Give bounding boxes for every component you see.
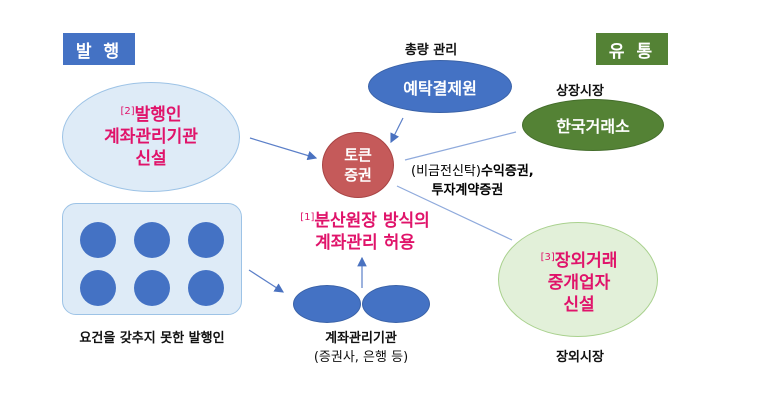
issuer-circle [80, 222, 116, 258]
issuer-circle [188, 270, 224, 306]
line-token-to-otc [396, 185, 513, 241]
securities-text: (비금전신탁)수익증권, 투자계약증권 [411, 164, 534, 198]
arrow-ksd-to-token [390, 117, 404, 144]
distributed-ledger-text: [1]분산원장 방식의 계좌관리 허용 [300, 211, 430, 253]
token-line2: 증권 [344, 166, 372, 184]
listed-market-label: 상장시장 [556, 84, 604, 99]
ksd-node: 예탁결제원 [368, 60, 512, 113]
issuer-circle [188, 222, 224, 258]
distribution-tag: 유 통 [596, 33, 668, 65]
arrow-issuer-to-token [249, 137, 318, 161]
ksd-label: 예탁결제원 [403, 78, 477, 98]
account-institution-label: 계좌관리기관 [325, 331, 397, 346]
issuer-account-text: [2]발행인 계좌관리기관 신설 [104, 105, 198, 169]
line-krx-to-token [404, 131, 517, 161]
arrow-issuers-to-institutions [248, 269, 285, 293]
total-management-label: 총량 관리 [404, 43, 458, 58]
token-line1: 토큰 [344, 146, 372, 164]
issuer-circle [134, 222, 170, 258]
issuer-circle [134, 270, 170, 306]
institution-ellipse [362, 285, 430, 323]
institution-ellipse [293, 285, 361, 323]
issuance-tag: 발 행 [63, 33, 135, 65]
token-securities-node: 토큰 증권 [322, 132, 394, 198]
otc-market-label: 장외시장 [556, 350, 604, 365]
unqualified-issuers-label: 요건을 갖추지 못한 발행인 [79, 331, 225, 346]
otc-broker-node [498, 222, 658, 337]
otc-broker-text: [3]장외거래 중개업자 신설 [540, 251, 618, 315]
krx-label: 한국거래소 [556, 117, 630, 136]
issuer-account-node [62, 82, 240, 192]
account-institution-sub: (증권사, 은행 등) [313, 350, 409, 365]
krx-node: 한국거래소 [522, 99, 664, 151]
issuer-circle [80, 270, 116, 306]
issuer-circles [80, 222, 224, 306]
